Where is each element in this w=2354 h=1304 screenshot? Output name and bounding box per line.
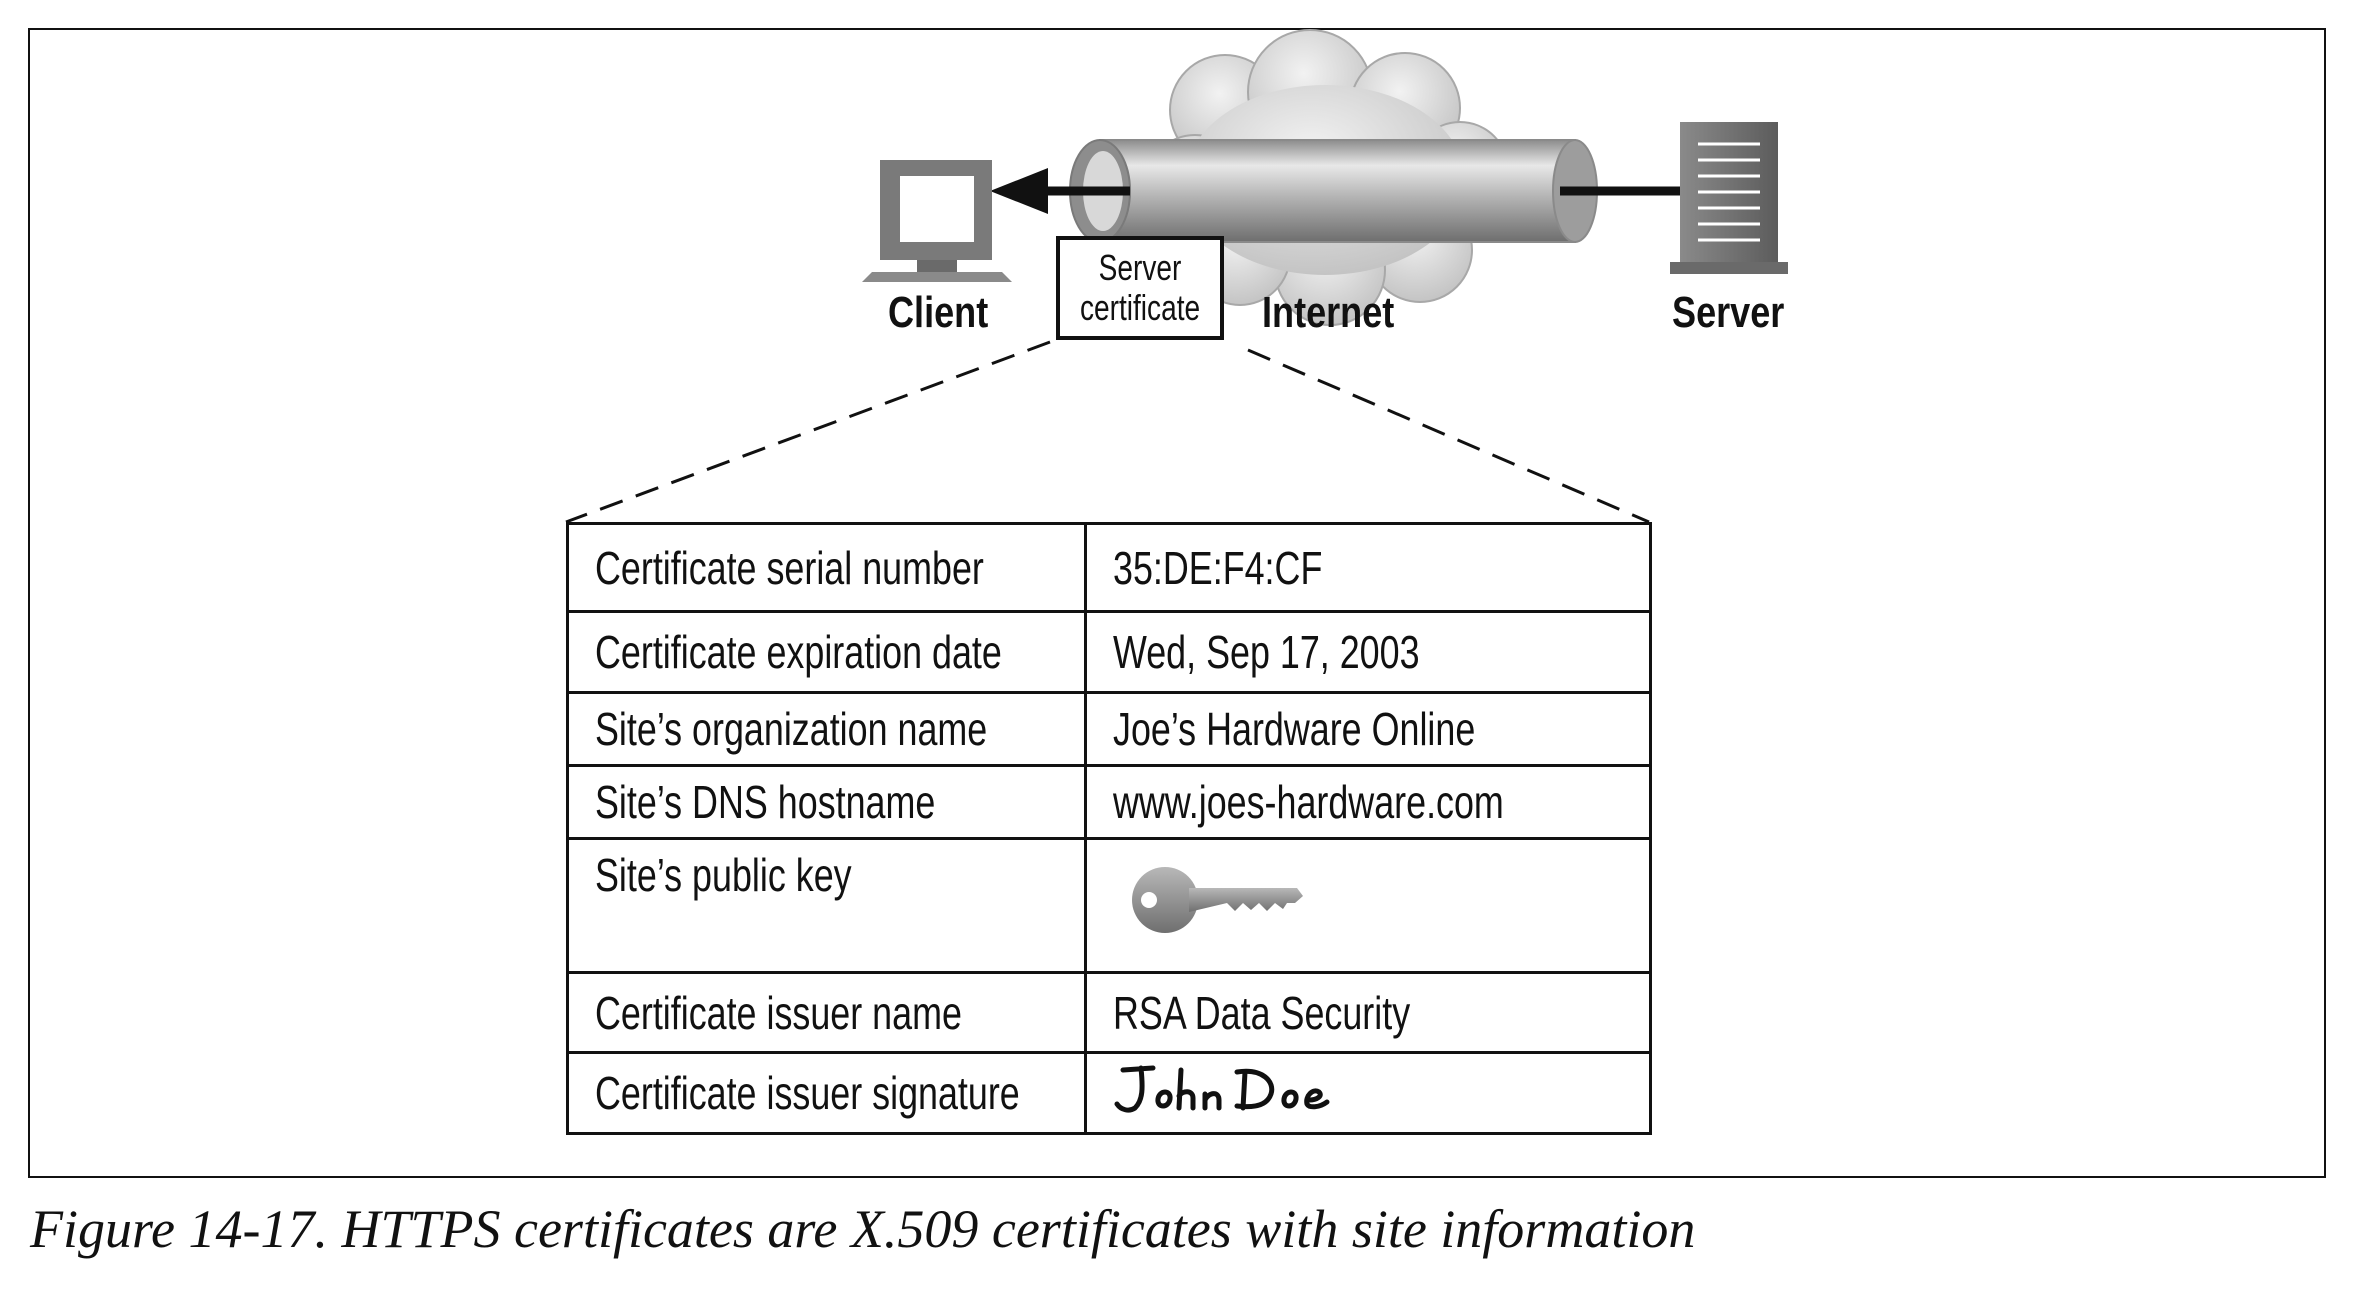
value-cell [1084, 837, 1652, 974]
table-row: Certificate expiration date Wed, Sep 17,… [566, 610, 1652, 694]
callout-lines [565, 340, 1650, 524]
server-certificate-box: Server certificate [1056, 236, 1224, 340]
table-row: Certificate serial number 35:DE:F4:CF [566, 522, 1652, 613]
field-cell: Certificate expiration date [566, 610, 1087, 694]
table-row: Certificate issuer signature [566, 1051, 1652, 1135]
figure-caption: Figure 14-17. HTTPS certificates are X.5… [30, 1199, 1696, 1259]
client-label: Client [888, 288, 989, 337]
field-cell: Certificate issuer name [566, 971, 1087, 1054]
value-cell: RSA Data Security [1084, 971, 1652, 1054]
certificate-label-line2: certificate [1079, 287, 1201, 328]
server-label: Server [1672, 288, 1785, 337]
issuer-signature [1114, 1065, 1330, 1113]
value-cell: www.joes-hardware.com [1084, 764, 1652, 840]
table-row: Certificate issuer name RSA Data Securit… [566, 971, 1652, 1054]
certificate-label-line1: Server [1098, 247, 1182, 288]
value-cell: 35:DE:F4:CF [1084, 522, 1652, 613]
field-cell: Site’s DNS hostname [566, 764, 1087, 840]
figure-frame [28, 28, 2326, 1178]
field-cell: Certificate serial number [566, 522, 1087, 613]
value-cell: Joe’s Hardware Online [1084, 691, 1652, 767]
field-cell: Site’s organization name [566, 691, 1087, 767]
value-cell: Wed, Sep 17, 2003 [1084, 610, 1652, 694]
server-icon [1670, 122, 1788, 274]
table-row: Site’s DNS hostname www.joes-hardware.co… [566, 764, 1652, 840]
internet-label: Internet [1262, 288, 1395, 337]
table-row: Site’s organization name Joe’s Hardware … [566, 691, 1652, 767]
field-cell: Site’s public key [566, 837, 1087, 974]
certificate-fields-table: Certificate serial number 35:DE:F4:CF Ce… [566, 522, 1652, 1135]
key-icon [1132, 867, 1303, 933]
data-flow-arrow [990, 168, 1680, 214]
internet-pipe-icon [1069, 139, 1598, 243]
field-cell: Certificate issuer signature [566, 1051, 1087, 1135]
value-cell [1084, 1051, 1652, 1135]
table-row: Site’s public key [566, 837, 1652, 974]
client-computer-icon [862, 160, 1012, 282]
